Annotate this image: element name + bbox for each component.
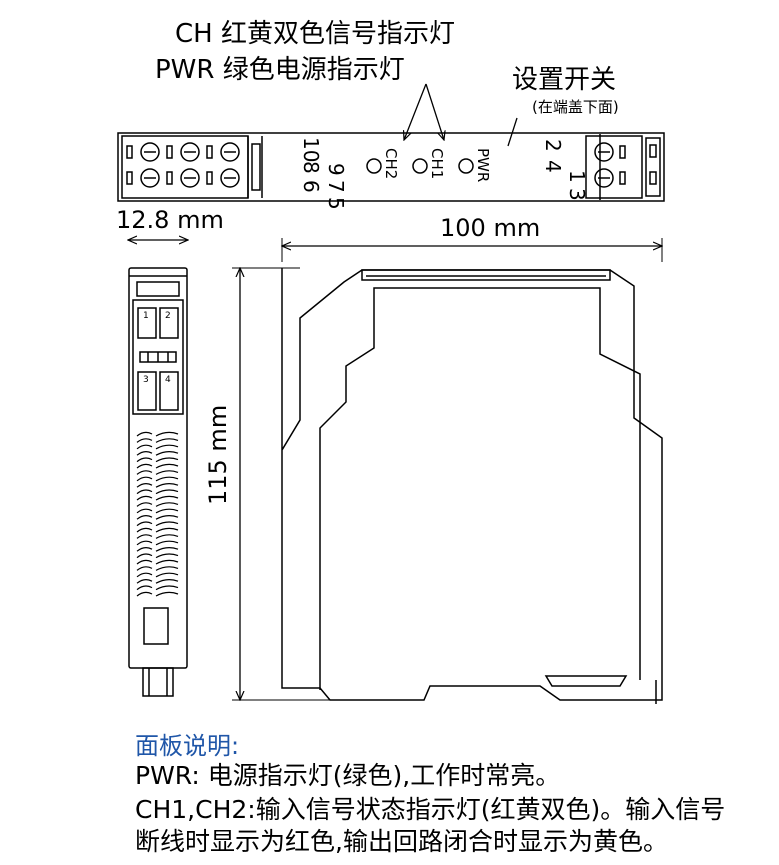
vent-slot [155, 495, 179, 501]
callout-arrows [404, 83, 518, 147]
vent-slot [155, 431, 179, 437]
led-ch1 [412, 158, 428, 174]
led-ch2-label: CH2 [382, 148, 400, 179]
vent-slot [136, 572, 153, 578]
vent-slot [136, 527, 153, 533]
vent-slot [136, 508, 153, 514]
vent-slot [155, 489, 179, 495]
vent-slot [136, 457, 153, 463]
vent-slot [155, 508, 179, 514]
svg-text:3: 3 [143, 375, 149, 385]
vent-slot [155, 521, 179, 527]
side-view [128, 267, 188, 697]
description-line-2: CH1,CH2:输入信号状态指示灯(红黄双色)。输入信号 [135, 795, 726, 824]
led-pwr-label: PWR [474, 148, 492, 182]
vent-slot [136, 540, 153, 546]
vent-slot [155, 572, 179, 578]
svg-text:8: 8 [299, 161, 323, 174]
right-terminal-screws [594, 142, 657, 188]
vent-slot [155, 559, 179, 565]
terminal-numbers-left: 10 8 6 9 7 5 [299, 137, 348, 210]
side-vents [136, 431, 179, 597]
vent-slot [155, 553, 179, 559]
description-line-3: 断线时显示为红色,输出回路闭合时显示为黄色。 [135, 827, 668, 856]
vent-slot [136, 502, 153, 507]
vent-slot [155, 476, 179, 482]
vent-slot [136, 483, 153, 488]
vent-slot [155, 457, 179, 463]
svg-text:4: 4 [541, 160, 565, 173]
vent-slot [136, 451, 153, 456]
vent-slot [136, 566, 153, 571]
vent-slot [155, 579, 179, 584]
svg-text:2: 2 [541, 139, 565, 152]
vent-slot [136, 431, 153, 437]
vent-slot [155, 566, 179, 571]
terminal-numbers-right: 2 4 1 3 [541, 139, 589, 201]
vent-slot [155, 534, 179, 539]
vent-slot [136, 591, 153, 597]
vent-slot [155, 540, 179, 546]
svg-text:10: 10 [299, 137, 323, 162]
dim-length-label: 100 mm [440, 214, 540, 242]
left-terminal-screws [126, 142, 240, 188]
front-profile-view [281, 268, 663, 704]
vent-slot [136, 489, 153, 495]
vent-slot [136, 495, 153, 501]
vent-slot [136, 534, 153, 539]
vent-slot [155, 527, 179, 533]
svg-text:5: 5 [324, 197, 348, 210]
vent-slot [136, 515, 153, 520]
vent-slot [155, 502, 179, 507]
led-indicators [366, 158, 474, 174]
vent-slot [136, 553, 153, 559]
vent-slot [155, 444, 179, 450]
svg-text:7: 7 [324, 180, 348, 193]
vent-slot [136, 438, 153, 443]
vent-slot [136, 444, 153, 450]
setting-switch-callout: 设置开关 [512, 65, 616, 95]
vent-slot [136, 476, 153, 482]
dim-height-label: 115 mm [204, 405, 232, 505]
pwr-led-callout: PWR 绿色电源指示灯 [155, 55, 405, 85]
vent-slot [136, 559, 153, 565]
vent-slot [155, 438, 179, 443]
vent-slot [155, 483, 179, 488]
vent-slot [155, 515, 179, 520]
top-view [117, 132, 665, 202]
vent-slot [136, 463, 153, 469]
svg-text:1: 1 [565, 170, 589, 183]
svg-text:1: 1 [143, 311, 149, 321]
svg-text:2: 2 [165, 311, 171, 321]
svg-text:3: 3 [565, 188, 589, 201]
led-ch1-label: CH1 [428, 148, 446, 179]
side-slot-numbers: 1 2 3 4 [143, 311, 171, 385]
vent-slot [136, 547, 153, 552]
led-ch2 [366, 158, 382, 174]
vent-slot [136, 585, 153, 591]
vent-slot [155, 470, 179, 475]
vent-slot [155, 591, 179, 597]
svg-text:9: 9 [324, 163, 348, 176]
vent-slot [136, 521, 153, 527]
description-title: 面板说明: [135, 732, 240, 760]
vent-slot [136, 470, 153, 475]
switch-note: (在端盖下面) [532, 98, 619, 116]
vent-slot [155, 585, 179, 591]
vent-slot [155, 463, 179, 469]
svg-text:6: 6 [299, 180, 323, 193]
dim-width-label: 12.8 mm [116, 206, 224, 234]
ch-led-callout: CH 红黄双色信号指示灯 [175, 19, 455, 49]
led-pwr [458, 158, 474, 174]
vent-slot [136, 579, 153, 584]
vent-slot [155, 451, 179, 456]
svg-text:4: 4 [165, 375, 171, 385]
description-line-1: PWR: 电源指示灯(绿色),工作时常亮。 [135, 761, 561, 790]
vent-slot [155, 547, 179, 552]
